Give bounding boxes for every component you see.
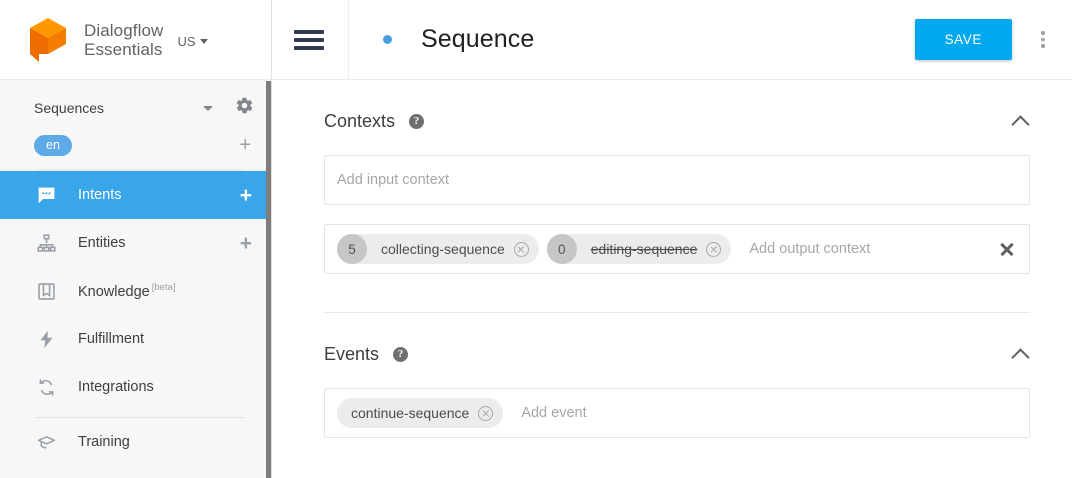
sidebar-item-label: Integrations [78,379,154,395]
sidebar: Dialogflow Essentials US Sequences en + [0,0,272,478]
contexts-title: Contexts [324,110,396,131]
beta-badge: [beta] [151,282,176,294]
sidebar-item-fulfillment[interactable]: Fulfillment [0,315,272,363]
context-name: collecting-sequence [381,241,505,257]
output-context-placeholder: Add output context [749,241,871,257]
remove-event-icon[interactable] [478,405,494,421]
toolbar-divider [348,0,349,80]
events-title: Events [324,343,380,364]
clear-output-contexts-icon[interactable] [999,241,1015,257]
more-options-icon[interactable] [1028,31,1058,48]
section-divider [324,312,1030,313]
chevron-down-icon[interactable] [203,105,213,111]
agent-name: Sequences [34,100,105,116]
brand-line-2: Essentials [84,39,163,59]
help-icon[interactable]: ? [393,346,409,362]
toolbar: Sequence SAVE [272,0,1072,80]
knowledge-icon [34,281,58,302]
sidebar-item-label: Fulfillment [78,331,145,347]
events-header: Events ? [324,339,1030,369]
context-name: editing-sequence [590,241,698,257]
chevron-down-icon [199,39,208,44]
collapse-events-icon[interactable] [1012,345,1030,363]
brand-header[interactable]: Dialogflow Essentials US [0,0,272,80]
sidebar-item-integrations[interactable]: Integrations [0,363,272,411]
sidebar-item-label: Training [78,434,130,450]
sidebar-item-training[interactable]: Training [0,418,272,466]
page-title: Sequence [421,25,535,53]
sidebar-divider-bottom [34,417,246,418]
sidebar-item-intents[interactable]: Intents + [0,171,272,219]
event-name: continue-sequence [351,405,470,421]
add-entity-icon[interactable]: + [239,231,252,255]
sidebar-edge [271,0,272,478]
contexts-header: Contexts ? [324,106,1030,136]
sidebar-divider-top [34,170,246,171]
status-dot-icon [383,35,392,44]
main-panel: Sequence SAVE Contexts ? Add input conte… [272,0,1072,478]
sidebar-item-label: Intents [78,187,122,203]
output-context-field[interactable]: 5 collecting-sequence 0 editing-sequence… [324,224,1030,274]
save-button[interactable]: SAVE [914,19,1012,60]
context-chip[interactable]: 5 collecting-sequence [337,234,539,264]
collapse-contexts-icon[interactable] [1012,112,1030,130]
remove-context-icon[interactable] [706,241,722,257]
events-field[interactable]: continue-sequence Add event [324,388,1030,438]
brand-title: Dialogflow Essentials [84,21,163,59]
brand-line-1: Dialogflow [84,20,164,40]
events-section: Events ? continue-sequence Add event [324,313,1030,438]
output-context-chips: 5 collecting-sequence 0 editing-sequence… [337,234,999,264]
event-chips: continue-sequence Add event [337,398,1015,428]
hamburger-menu-icon[interactable] [294,26,324,54]
dialogflow-logo-icon [26,14,70,66]
add-language-icon[interactable]: + [239,134,251,156]
sidebar-scrollbar[interactable] [266,81,271,478]
intent-editor-content: Contexts ? Add input context 5 collectin… [272,80,1072,438]
remove-context-icon[interactable] [513,241,529,257]
input-context-placeholder: Add input context [337,172,450,188]
integrations-icon [34,377,58,398]
context-chip[interactable]: 0 editing-sequence [546,234,732,264]
language-row: en + [0,126,272,164]
entities-icon [34,233,58,254]
input-context-field[interactable]: Add input context [324,155,1030,205]
context-lifespan: 0 [546,234,577,264]
gear-icon[interactable] [235,96,254,120]
help-icon[interactable]: ? [409,113,425,129]
intents-icon [34,185,58,206]
region-label: US [177,34,196,49]
agent-selector[interactable]: Sequences [0,90,272,126]
context-lifespan: 5 [337,234,367,264]
sidebar-item-entities[interactable]: Entities + [0,219,272,267]
language-badge-en[interactable]: en [34,134,72,156]
sidebar-item-knowledge[interactable]: Knowledge[beta] [0,267,272,315]
event-placeholder: Add event [521,405,587,421]
add-intent-icon[interactable]: + [239,183,252,207]
training-icon [34,432,58,453]
sidebar-item-label: Entities [78,235,126,251]
event-chip[interactable]: continue-sequence [337,398,504,428]
region-selector[interactable]: US [177,34,208,49]
fulfillment-icon [34,329,58,350]
sidebar-item-label: Knowledge[beta] [78,282,252,300]
contexts-section: Contexts ? Add input context 5 collectin… [324,80,1030,313]
knowledge-label-text: Knowledge [78,283,150,300]
